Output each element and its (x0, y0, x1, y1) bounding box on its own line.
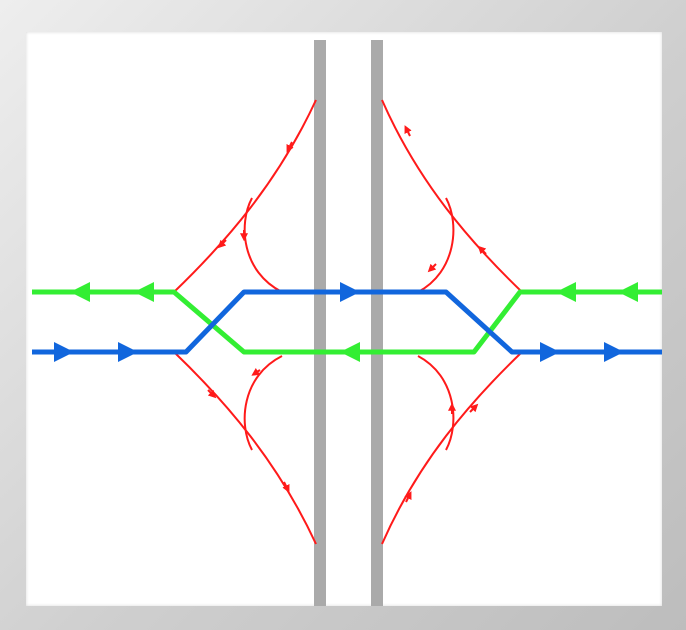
arrow-ramp-ll-2 (282, 481, 290, 493)
westbound-lane (32, 289, 662, 355)
ramp-lower-right-loop (417, 355, 455, 451)
ramp-upper-left-exit (173, 99, 317, 293)
arrow-ramp-ur-1 (404, 125, 412, 137)
bridge-right-edge (371, 40, 383, 606)
arrow-ramp-lr-1 (404, 491, 412, 503)
arrow-ramp-ul-2 (217, 239, 227, 249)
ramp-lower-left-loop (243, 355, 283, 451)
arrow-ramp-ll-1 (207, 389, 217, 399)
ramp-lower-left-entry (173, 351, 317, 545)
arrow-ramp-ur-2 (477, 245, 487, 255)
interchange-diagram (32, 40, 662, 606)
arrow-ramp-ur-loop (427, 263, 437, 273)
arrow-ramp-ll-loop (251, 368, 261, 376)
arrow-ramp-ul-1 (286, 141, 294, 153)
ramp-upper-right-loop (417, 197, 455, 293)
arrow-ramp-lr-2 (469, 403, 479, 413)
diagram-canvas (26, 32, 662, 606)
bridge-left-edge (314, 40, 326, 606)
eastbound-lane (32, 289, 662, 355)
ramp-upper-left-loop (243, 197, 283, 293)
ramp-upper-right-entry (381, 99, 523, 293)
ramp-lower-right-exit (381, 351, 523, 545)
